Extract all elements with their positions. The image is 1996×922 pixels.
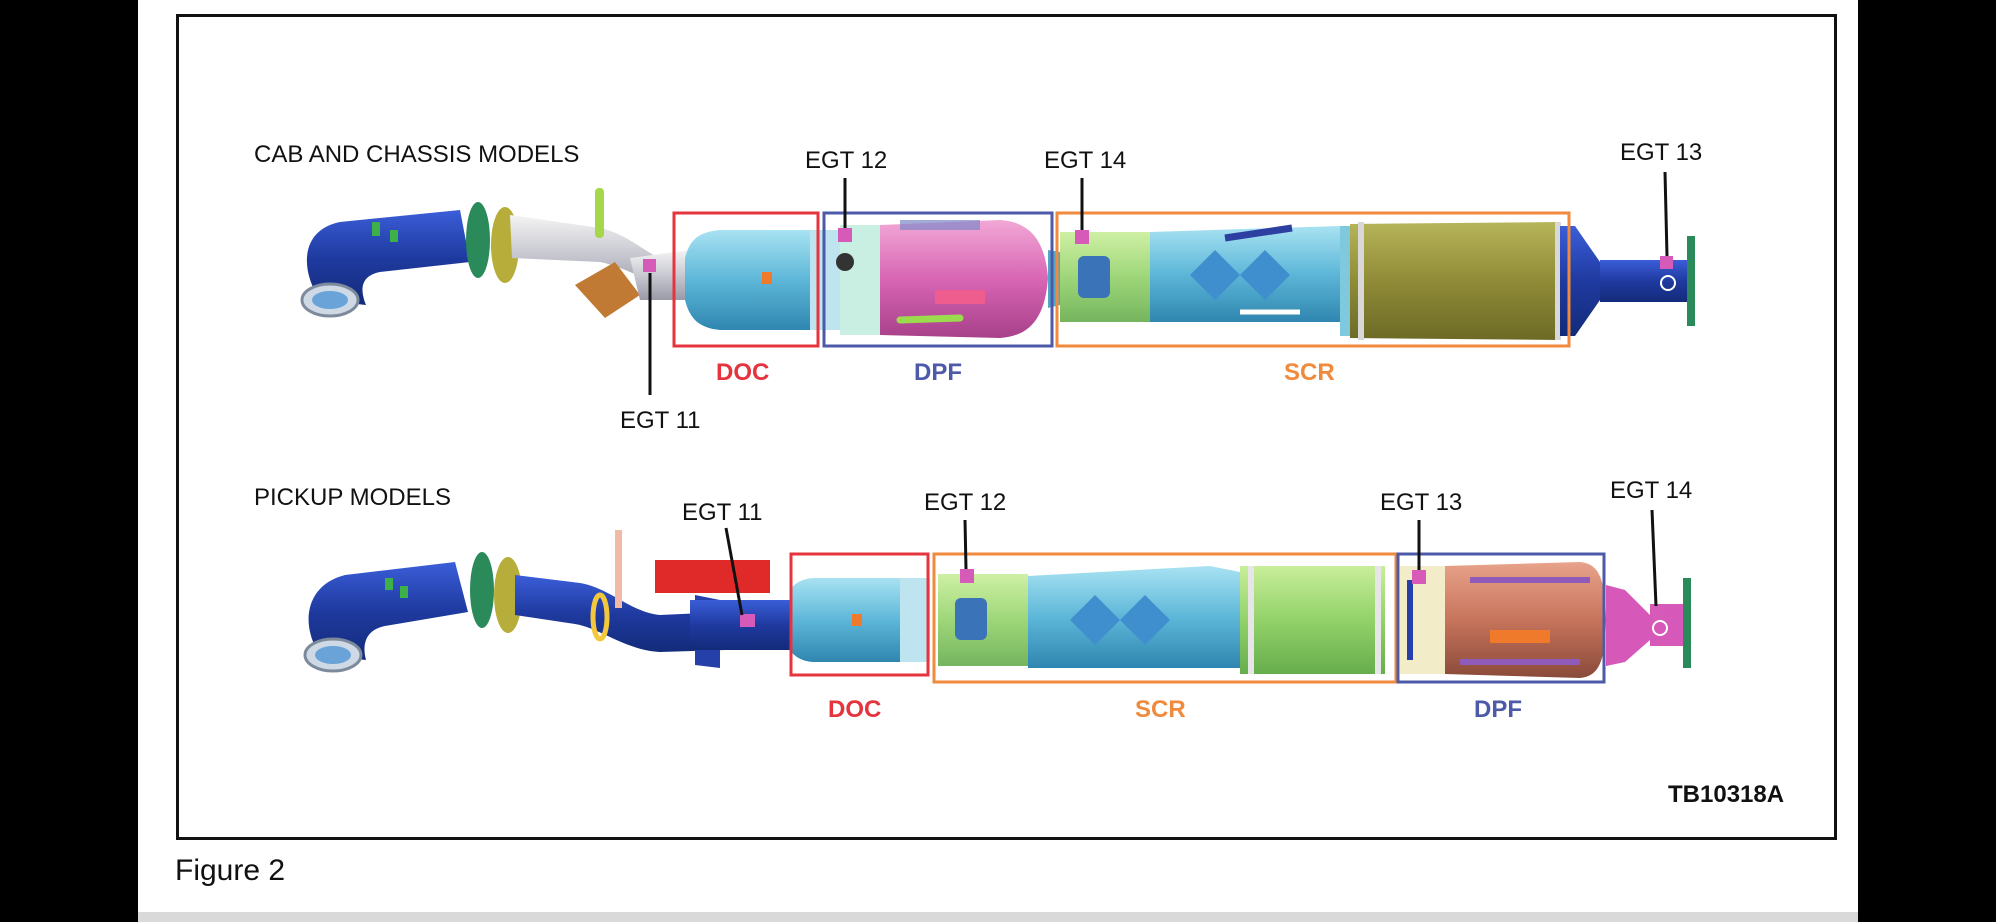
dpf-inlet-section: [840, 225, 880, 335]
pickup-egt-13-label: EGT 13: [1380, 489, 1462, 516]
dpf-band: [900, 220, 980, 230]
cab-egt-13-label: EGT 13: [1620, 139, 1702, 166]
mixer-baffles: [1070, 595, 1170, 645]
pickup-assembly: PICKUP MODELS EGT 11 EGT 12 EGT 13 EGT 1…: [254, 477, 1692, 723]
mixer-baffles: [1190, 250, 1290, 300]
dpf-core-mark: [935, 290, 985, 304]
egt-14-leader: [1650, 509, 1658, 607]
cab-egt-14-label: EGT 14: [1044, 147, 1126, 174]
cab-doc-label: DOC: [716, 359, 769, 386]
dpf-core-mark: [1490, 630, 1550, 643]
doc-core-mark: [852, 614, 862, 626]
pipe-clamp: [590, 592, 610, 642]
inlet-opening: [315, 646, 351, 664]
cab-egt-12-label: EGT 12: [805, 147, 887, 174]
pickup-title: PICKUP MODELS: [254, 484, 451, 511]
elbow-marker: [400, 586, 408, 598]
scr-line: [1224, 224, 1293, 242]
tailpipe-flange: [1687, 236, 1695, 326]
egt-13-sensor: [1412, 570, 1426, 584]
cab-chassis-assembly: CAB AND CHASSIS MODELS EGT 12 EGT 14 EGT…: [254, 139, 1702, 434]
egt-12-leader: [963, 519, 968, 570]
dpf-box: [1396, 552, 1606, 684]
egt-14-sensor: [1652, 606, 1665, 619]
egt-12-sensor: [960, 569, 974, 583]
pickup-egt-11-label: EGT 11: [682, 499, 762, 526]
inlet-opening: [312, 291, 348, 309]
connector-pipe: [630, 250, 690, 300]
scr-band: [1375, 566, 1381, 674]
scr-catalyst: [1350, 222, 1560, 340]
pickup-scr-label: SCR: [1135, 696, 1186, 723]
pickup-egt-14-label: EGT 14: [1610, 477, 1692, 504]
doc-box: [789, 552, 930, 677]
egt-11-leader: [724, 527, 744, 616]
pickup-egt-12-label: EGT 12: [924, 489, 1006, 516]
figure-frame: [176, 14, 1837, 840]
figure-reference-id: TB10318A: [1668, 781, 1784, 808]
tailpipe: [1600, 260, 1690, 302]
doc-can: [790, 578, 900, 662]
dpf-hanger: [896, 314, 964, 324]
hanger-rod: [615, 530, 622, 608]
elbow-marker: [372, 222, 380, 236]
inlet-elbow: [306, 210, 470, 305]
downpipe: [515, 575, 725, 652]
tailpipe-flange: [1683, 578, 1691, 668]
sensor-fitting: [836, 253, 854, 271]
dpf-can: [880, 220, 1048, 338]
tailpipe-cone: [1560, 226, 1600, 336]
flange: [470, 552, 494, 628]
scr-band: [1555, 222, 1561, 340]
dpf-box: [822, 211, 1054, 348]
egt-12-sensor: [838, 228, 852, 242]
bracket: [575, 262, 640, 318]
document-sheet: Figure 2: [138, 0, 1858, 922]
scr-box: [1055, 211, 1571, 348]
cab-dpf-label: DPF: [914, 359, 962, 386]
cab-scr-label: SCR: [1284, 359, 1335, 386]
doc-core-mark: [762, 272, 772, 284]
tailpipe-port: [1660, 275, 1676, 291]
pickup-dpf-label: DPF: [1474, 696, 1522, 723]
scr-band: [1358, 222, 1364, 340]
dpf-can: [1445, 562, 1606, 678]
inlet-elbow: [308, 562, 468, 660]
elbow-marker: [385, 578, 393, 590]
doc-band: [900, 578, 930, 662]
egt-13-sensor: [1660, 256, 1673, 269]
egt-11-sensor: [740, 614, 755, 627]
cab-egt-11-label: EGT 11: [620, 407, 700, 434]
flange: [466, 202, 490, 278]
egt-14-sensor: [1075, 230, 1089, 244]
tailpipe-port: [1652, 620, 1668, 636]
scr-seam: [1340, 226, 1350, 336]
doser-mount: [1078, 256, 1110, 298]
egt-13-leader: [1663, 171, 1669, 257]
tailpipe-cone: [1606, 585, 1650, 666]
pickup-doc-label: DOC: [828, 696, 881, 723]
figure-caption: Figure 2: [175, 854, 286, 887]
egt-11-sensor: [643, 259, 656, 272]
scr-catalyst: [1240, 566, 1385, 674]
elbow-marker: [390, 230, 398, 242]
heat-shield: [655, 560, 770, 593]
doc-box: [672, 211, 820, 348]
doser-mount: [955, 598, 987, 640]
scr-box: [932, 552, 1398, 684]
cab-chassis-title: CAB AND CHASSIS MODELS: [254, 141, 579, 168]
page-footer-band: [138, 912, 1858, 922]
doc-can: [685, 230, 810, 330]
scr-band: [1248, 566, 1254, 674]
hanger-rod: [595, 188, 604, 238]
